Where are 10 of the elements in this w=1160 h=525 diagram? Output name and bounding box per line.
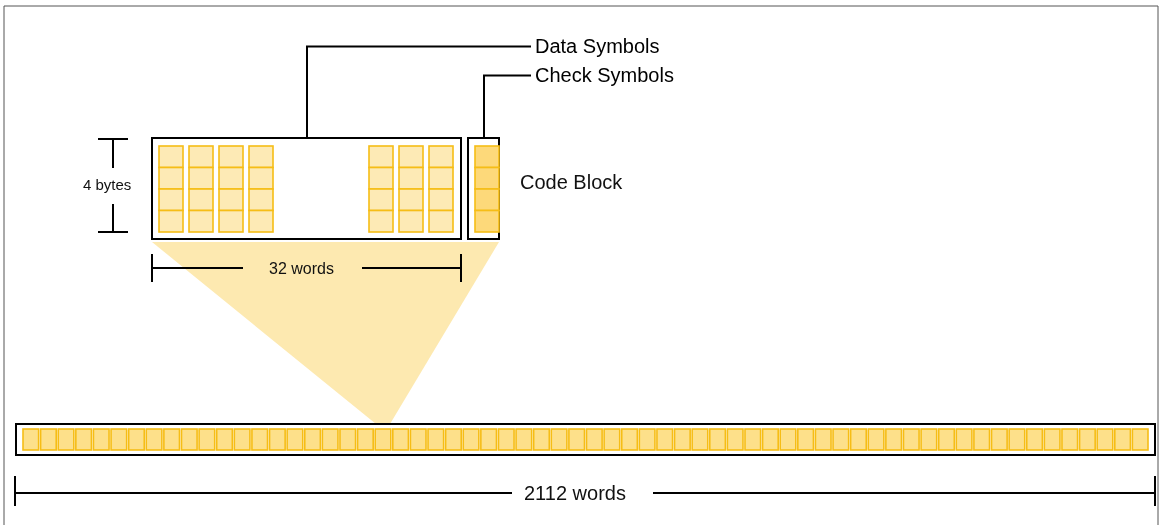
check-symbols-block (467, 137, 500, 240)
leader-line (483, 74, 532, 138)
data-symbols-block (151, 137, 462, 240)
dimension-label: 2112 words (524, 483, 626, 503)
codeword-bar (15, 423, 1156, 456)
leader-line (306, 45, 532, 138)
dimension-label: 32 words (269, 261, 334, 277)
block-label: Code Block (520, 172, 623, 192)
callout-label: Data Symbols (535, 35, 660, 58)
callout-label: Check Symbols (535, 64, 674, 87)
